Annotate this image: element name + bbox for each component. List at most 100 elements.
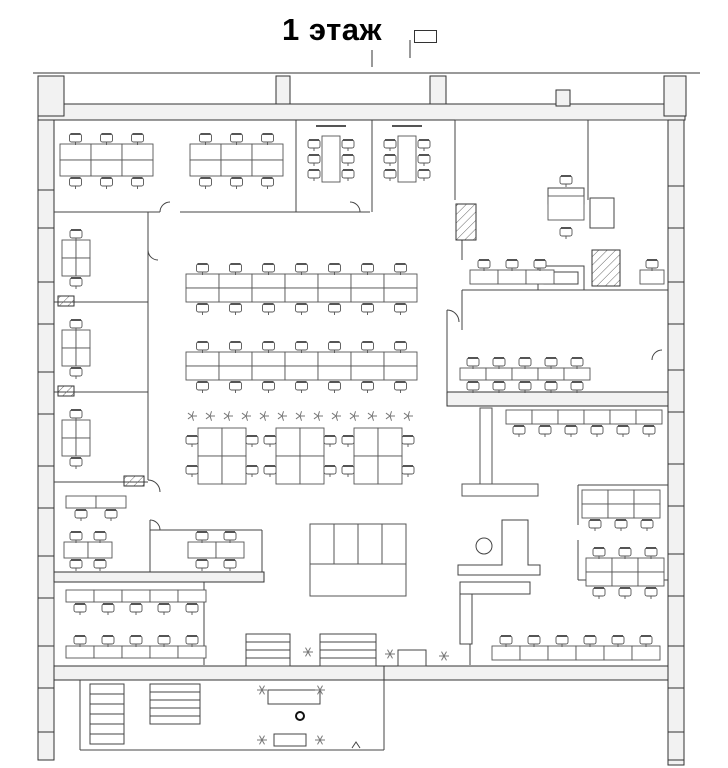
plant-icon [403, 411, 413, 421]
plant-icon [295, 411, 305, 421]
chair-icon [196, 341, 209, 353]
desk [519, 645, 549, 661]
chair-icon [73, 603, 87, 615]
chair-icon [466, 357, 480, 369]
plant-icon [313, 411, 323, 421]
chair-icon [492, 357, 506, 369]
chair-icon [185, 635, 199, 647]
chair-icon [69, 559, 83, 571]
chair-icon [69, 409, 83, 421]
chair-icon [295, 263, 308, 275]
desk [585, 557, 613, 573]
chair-icon [323, 465, 337, 477]
desk [633, 489, 661, 505]
chair-icon [263, 465, 277, 477]
chair-icon [196, 263, 209, 275]
meeting-table [397, 135, 417, 183]
plant-icon [385, 411, 395, 421]
plant-icon [223, 411, 233, 421]
desk [90, 143, 123, 161]
desk [251, 365, 286, 381]
desk [187, 541, 217, 559]
chair-icon [639, 635, 653, 647]
chair-icon [544, 381, 558, 393]
floor-title: 1 этаж [282, 12, 382, 47]
chair-icon [583, 635, 597, 647]
desk [377, 455, 403, 485]
desk [65, 589, 95, 603]
chair-icon [614, 519, 628, 531]
chair-icon [466, 381, 480, 393]
desk [469, 269, 499, 285]
chair-icon [100, 133, 113, 145]
desk [491, 645, 521, 661]
desk [61, 437, 77, 457]
chair-icon [196, 303, 209, 315]
chair-icon [505, 259, 519, 271]
chair-icon [644, 547, 658, 559]
desk [607, 489, 635, 505]
desk [531, 409, 559, 425]
desk [149, 589, 179, 603]
desk [218, 273, 253, 289]
chair-icon [93, 531, 107, 543]
plant-icon [331, 411, 341, 421]
chair-icon [261, 177, 274, 189]
desk [121, 589, 151, 603]
desk [65, 495, 97, 509]
chair-icon [262, 341, 275, 353]
desk [251, 351, 286, 367]
desk [611, 557, 639, 573]
desk [350, 365, 385, 381]
partitions [53, 119, 668, 751]
chair-icon [328, 341, 341, 353]
chair-icon [195, 531, 209, 543]
chair-icon [100, 177, 113, 189]
desk [353, 427, 379, 457]
desk [197, 427, 223, 457]
desk [251, 287, 286, 303]
desk [635, 409, 663, 425]
chair-icon [185, 603, 199, 615]
chair-icon [417, 169, 431, 181]
chair-icon [401, 435, 415, 447]
chair-icon [230, 177, 243, 189]
chair-icon [69, 277, 83, 289]
desk [93, 589, 123, 603]
chair-icon [69, 367, 83, 379]
desk [220, 159, 253, 177]
meeting-table [321, 135, 341, 183]
desk [221, 455, 247, 485]
desk [525, 269, 555, 285]
plant-icon [349, 411, 359, 421]
desk [61, 329, 77, 349]
desk [221, 427, 247, 457]
chair-icon [590, 425, 604, 437]
chair-icon [245, 435, 259, 447]
desk [299, 427, 325, 457]
desk [317, 287, 352, 303]
chair-icon [229, 341, 242, 353]
chair-icon [341, 154, 355, 166]
chair-icon [394, 381, 407, 393]
desk [377, 427, 403, 457]
plant-icon [315, 735, 325, 745]
chair-icon [417, 139, 431, 151]
chair-icon [185, 435, 199, 447]
chair-icon [69, 229, 83, 241]
desk [251, 159, 284, 177]
chair-icon [341, 435, 355, 447]
chair-icon [328, 381, 341, 393]
desk [75, 257, 91, 277]
chair-icon [341, 465, 355, 477]
desk [581, 503, 609, 519]
desk [93, 645, 123, 659]
desk [61, 257, 77, 277]
desk [557, 409, 585, 425]
desk [149, 645, 179, 659]
desk [75, 329, 91, 349]
chair-icon [611, 635, 625, 647]
desk [383, 365, 418, 381]
chair-icon [645, 259, 659, 271]
